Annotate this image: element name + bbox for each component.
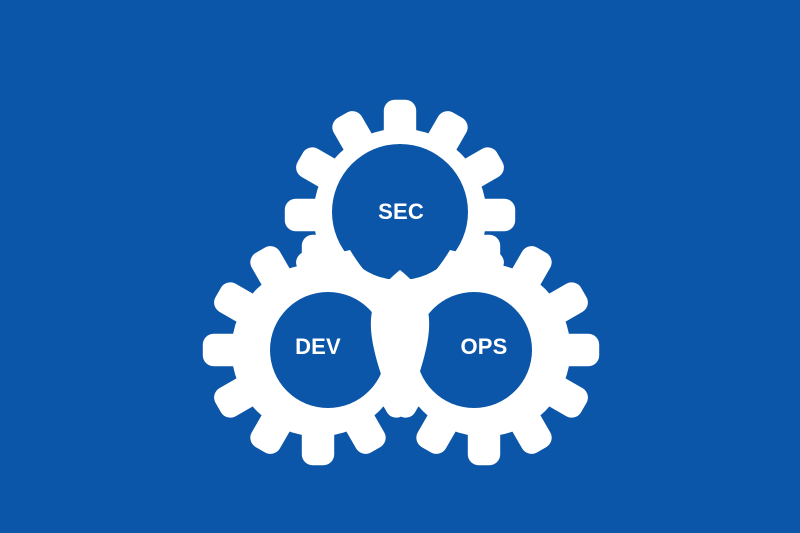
gear-label-dev: DEV: [295, 334, 341, 359]
gear-sec-core: [332, 144, 468, 280]
gear-label-ops: OPS: [460, 334, 507, 359]
gear-ops-core: [416, 292, 532, 408]
gear-overlap-cutout: [325, 250, 475, 392]
gear-dev-core: [270, 292, 386, 408]
gear-label-sec: SEC: [378, 199, 424, 224]
